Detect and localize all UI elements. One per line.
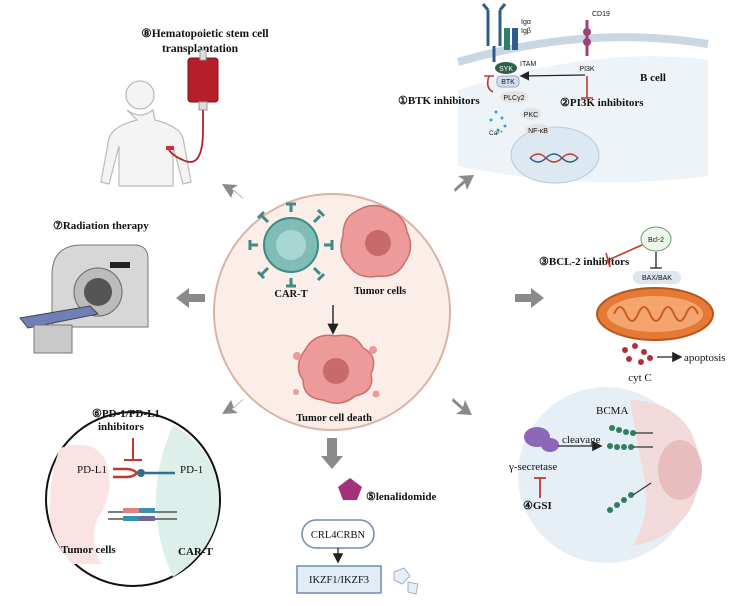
btk-inhibitor-bar	[484, 75, 494, 93]
bcl2-label: Bcl-2	[648, 237, 664, 244]
pd1-car-t-label: CAR-T	[178, 546, 213, 558]
pd1-inhibitor-bar	[124, 438, 142, 461]
hsct-panel: ⑧Hematopoietic stem cell transplantation	[100, 27, 269, 187]
arrow-to-gsi	[452, 398, 472, 415]
radiation-title: ⑦Radiation therapy	[53, 220, 149, 232]
bcr-receptor-icon	[481, 3, 507, 62]
bcma-label: BCMA	[596, 405, 628, 417]
pd1-title-line2: inhibitors	[98, 421, 145, 433]
pkc-node	[521, 108, 541, 120]
igb-chain	[512, 28, 518, 50]
cytc-label: cyt C	[628, 372, 652, 384]
tumor-cell-icon	[340, 204, 412, 278]
pdl1-label: PD-L1	[77, 464, 107, 476]
degraded-protein-icon	[393, 567, 419, 595]
car-t-region	[156, 425, 219, 577]
pd1-tumor-cells-label: Tumor cells	[61, 544, 116, 556]
cd19-receptor-icon	[583, 20, 591, 56]
igb-label: Igβ	[521, 28, 531, 35]
tumor-death-icon	[293, 334, 380, 404]
tumor-death-label: Tumor cell death	[296, 413, 372, 424]
lenalidomide-pentagon-icon	[338, 478, 362, 500]
arrow-to-hsct	[222, 184, 244, 199]
pd1-label: PD-1	[180, 464, 203, 476]
bax-bak-node	[633, 271, 681, 284]
arrow-to-bcell	[454, 175, 474, 192]
bcl2-inhibitor-bar	[605, 244, 643, 268]
human-silhouette-icon	[100, 80, 192, 187]
gsi-inhibitor-bar	[534, 477, 546, 498]
arrow-to-lenalidomide	[321, 438, 343, 469]
pd1-panel: ⑥PD-1/PD-L1 inhibitors PD-L1 PD-1 Tumor …	[45, 408, 221, 587]
bcl2-inhibits-bax-bar	[650, 252, 662, 269]
mri-scanner-icon	[19, 244, 149, 354]
cd19-label: CD19	[592, 11, 610, 18]
crl-label: CRL4CRBN	[311, 530, 366, 541]
bcl2-node	[640, 226, 672, 252]
dna-icon	[529, 153, 579, 163]
ca-label: Ca²⁺	[489, 130, 503, 137]
plc-node	[500, 91, 528, 103]
tcr-mhc-complex-icon	[108, 508, 177, 521]
tumor-cell-region	[49, 444, 110, 564]
bcma-receptor-icon	[607, 425, 636, 513]
btk-node	[496, 75, 520, 88]
nfkb-label: NF-κB	[528, 128, 548, 135]
bcell-label: B cell	[640, 72, 666, 84]
apoptosis-label: apoptosis	[684, 352, 726, 364]
bcma-stalks	[632, 432, 653, 496]
bax-bak-label: BAX/BAK	[642, 275, 672, 282]
bcl2-inhibitors-label: ③BCL-2 inhibitors	[539, 256, 630, 268]
iga-chain	[504, 28, 510, 50]
ikzf-box	[296, 565, 382, 594]
pdl1-pd1-binding-icon	[113, 467, 175, 479]
car-t-label: CAR-T	[274, 289, 307, 300]
gamma-secretase-label: γ-secretase	[508, 461, 557, 473]
pi3k-to-btk-arrow	[519, 71, 586, 81]
gsi-panel: BCMA cleavage γ-secretase ④GSI	[508, 387, 702, 563]
btk-inhibitors-label: ①BTK inhibitors	[398, 95, 480, 107]
syk-label: SYK	[499, 66, 513, 73]
gsi-label: ④GSI	[523, 500, 552, 512]
iga-label: Igα	[521, 19, 531, 26]
pi3k-label: PI3K	[579, 66, 595, 73]
btk-label: BTK	[501, 79, 515, 86]
center-panel: CAR-T Tumor cells Tumor cell death	[213, 193, 451, 431]
blood-bag-icon	[166, 49, 219, 163]
radiation-panel: ⑦Radiation therapy	[19, 220, 149, 354]
nfkb-node	[525, 124, 551, 136]
cyt-c-dots-icon	[622, 343, 653, 365]
car-t-cell-icon	[248, 202, 334, 288]
gamma-secretase-icon	[524, 427, 559, 452]
pi3k-inhibitors-label: ②PI3K inhibitors	[560, 97, 644, 109]
lenalidomide-label: ⑤lenalidomide	[366, 491, 436, 503]
plasma-cell-nucleus	[658, 440, 702, 500]
tumor-cells-label: Tumor cells	[354, 286, 406, 297]
arrow-to-bcl2	[515, 288, 544, 308]
arrow-to-radiation	[176, 288, 205, 308]
pkc-label: PKC	[524, 112, 538, 119]
bcell-panel: Igα Igβ ITAM SYK BTK PLCγ2 PKC NF-κB Ca²…	[398, 3, 709, 184]
radial-arrows	[176, 175, 544, 469]
calcium-dots-icon	[489, 110, 507, 132]
pi3k-inhibitor-bar	[581, 76, 593, 99]
nucleus	[510, 126, 600, 184]
itam-label: ITAM	[520, 61, 536, 68]
mitochondrion-icon	[596, 287, 714, 341]
cleavage-label: cleavage	[562, 434, 601, 446]
plc-label: PLCγ2	[503, 95, 524, 102]
hsct-title-line1: ⑧Hematopoietic stem cell	[141, 27, 268, 40]
syk-node	[495, 62, 517, 74]
hsct-title-line2: transplantation	[162, 43, 239, 55]
pd1-title-line1: ⑥PD-1/PD-L1	[92, 408, 160, 420]
bcl2-panel: ③BCL-2 inhibitors Bcl-2 BAX/BAK apoptosi…	[539, 226, 726, 384]
ikzf-label: IKZF1/IKZF3	[309, 575, 369, 586]
arrow-to-pd1	[222, 399, 244, 414]
lenalidomide-panel: ⑤lenalidomide CRL4CRBN IKZF1/IKZF3	[296, 478, 436, 595]
